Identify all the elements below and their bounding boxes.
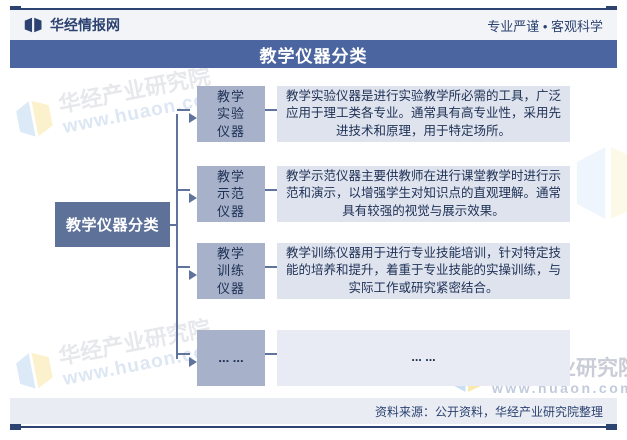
top-rule-left-cap (10, 6, 21, 12)
node-label-line: 教学 (216, 246, 245, 262)
branch-connector (177, 266, 190, 268)
bottom-rule-left-cap (10, 424, 21, 430)
watermark-top-left: 华经产业研究院 www.huaon.com (13, 63, 225, 149)
node-desc-connector (265, 266, 277, 268)
node-label-line: 教学 (216, 169, 245, 185)
bottom-accent-rule (10, 426, 617, 428)
branch-node-experiment: 教学 实验 仪器 (197, 86, 265, 142)
branch-description-training: 教学训练仪器用于进行专业技能培训，针对特定技能的培养和提升，着重于专业技能的实操… (277, 243, 570, 299)
bottom-rule-right-cap (606, 424, 617, 430)
branch-node-others: ... ... (197, 330, 265, 386)
branch-description-others: ... ... (277, 330, 570, 386)
node-label-line: 仪器 (216, 123, 245, 139)
branch-connector (177, 353, 190, 355)
arrow-right-icon (189, 193, 197, 203)
top-accent-rule (10, 8, 617, 10)
node-label-line: 训练 (216, 263, 245, 279)
trunk-connector (176, 114, 178, 359)
node-label-line: 实验 (216, 106, 245, 122)
node-label-line: 仪器 (216, 280, 245, 296)
branch-connector (177, 189, 190, 191)
arrow-right-icon (189, 113, 197, 123)
top-rule-right-cap (606, 6, 617, 12)
node-label-line: 仪器 (216, 203, 245, 219)
header-band: 华经情报网 专业严谨 • 客观科学 (10, 10, 617, 40)
header-tagline: 专业严谨 • 客观科学 (487, 18, 603, 34)
node-desc-connector (265, 353, 277, 355)
node-label-line: 教学 (216, 89, 245, 105)
root-node: 教学仪器分类 (55, 202, 170, 247)
brand: 华经情报网 (24, 15, 120, 35)
node-label-line: ... ... (218, 350, 244, 366)
page-title: 教学仪器分类 (10, 40, 617, 68)
footer-band: 资料来源：公开资料，华经产业研究院整理 (10, 398, 617, 424)
branch-description-experiment: 教学实验仪器是进行实验教学所必需的工具，广泛应用于理工类各专业。通常具有高专业性… (277, 86, 570, 142)
node-desc-connector (265, 189, 277, 191)
branch-connector (177, 109, 190, 111)
brand-name: 华经情报网 (50, 17, 120, 33)
arrow-right-icon (189, 357, 197, 367)
watermark-right-edge-logo (575, 136, 627, 230)
huaon-book-icon (16, 100, 53, 137)
huaon-book-icon (576, 147, 627, 219)
branch-description-demonstration: 教学示范仪器主要供教师在进行课堂教学时进行示范和演示，以增强学生对知识点的直观理… (277, 166, 570, 222)
branch-node-demonstration: 教学 示范 仪器 (197, 166, 265, 222)
huaon-book-icon (16, 352, 53, 389)
arrow-right-icon (189, 270, 197, 280)
node-label-line: 示范 (216, 186, 245, 202)
data-source-note: 资料来源：公开资料，华经产业研究院整理 (374, 404, 603, 419)
node-desc-connector (265, 109, 277, 111)
root-connector (170, 224, 177, 226)
brand-book-icon (24, 17, 42, 33)
branch-node-training: 教学 训练 仪器 (197, 243, 265, 299)
